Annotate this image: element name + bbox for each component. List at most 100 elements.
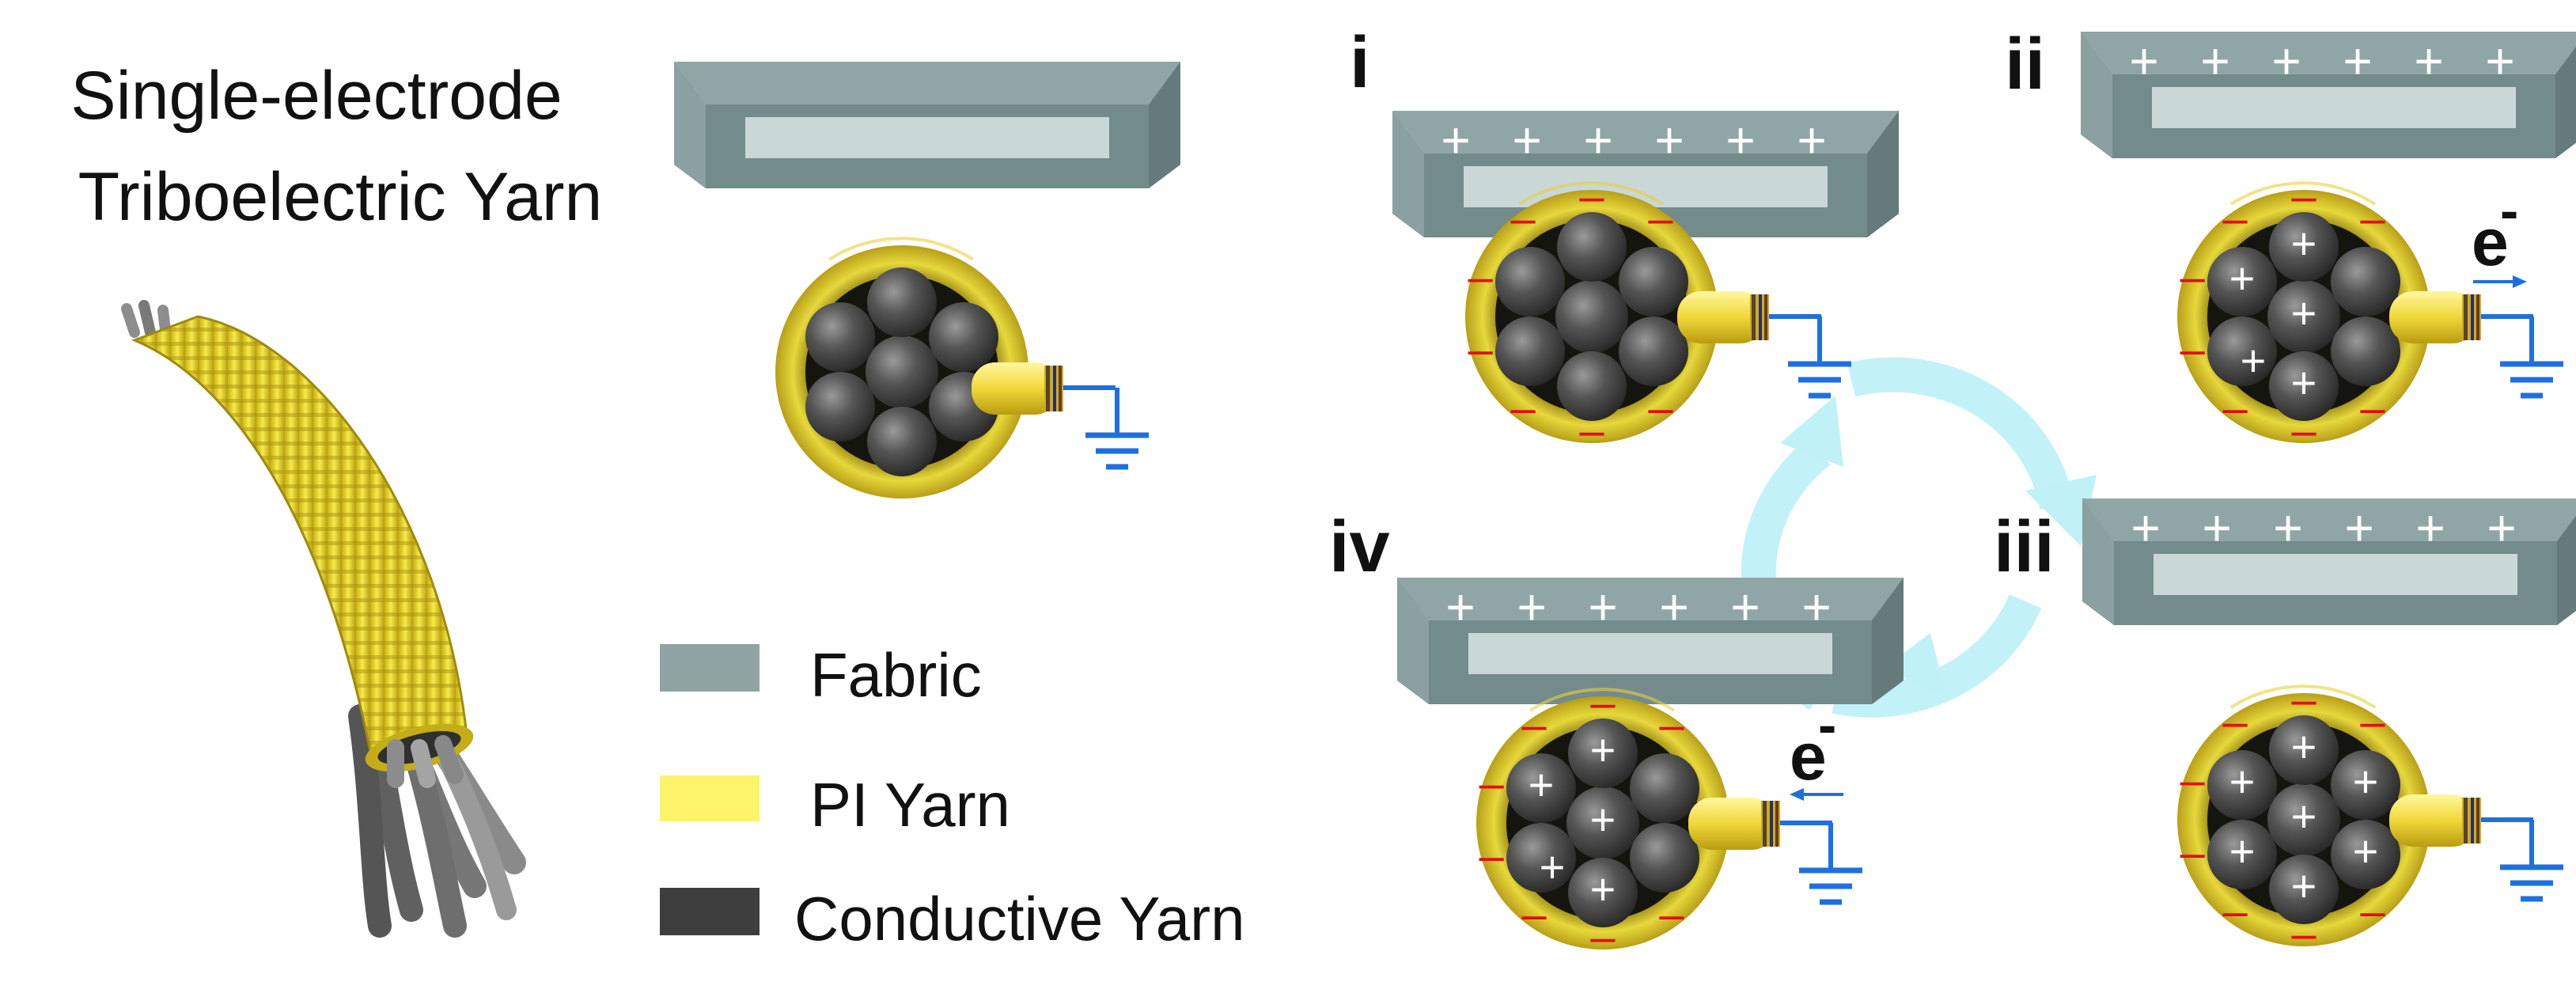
plus-charge: + bbox=[2271, 32, 2301, 89]
fabric-stage-iv: + + + + + + bbox=[1397, 578, 1904, 704]
plus-charge: + bbox=[1590, 725, 1616, 775]
legend-label-fabric: Fabric bbox=[810, 640, 982, 710]
plus-charge: + bbox=[2129, 32, 2158, 89]
minus-charge: – bbox=[1579, 171, 1604, 221]
plus-charge: + bbox=[2131, 499, 2160, 556]
plus-charge: + bbox=[2229, 756, 2256, 806]
plus-charge: + bbox=[2200, 32, 2229, 89]
fabric-center bbox=[674, 62, 1180, 188]
plus-charge: + bbox=[1441, 112, 1470, 169]
minus-charges-iii: –––––––– bbox=[2180, 674, 2386, 958]
fabric-charges-i: ++++++ bbox=[1441, 112, 1826, 169]
plus-charge: + bbox=[2415, 499, 2445, 556]
minus-charge: – bbox=[1590, 912, 1616, 961]
cycle-arrowheads bbox=[1780, 396, 2097, 696]
minus-charge: – bbox=[2360, 193, 2385, 243]
plus-charge: + bbox=[2202, 499, 2231, 556]
plus-charge: + bbox=[2291, 358, 2317, 408]
plus-charge: + bbox=[2343, 32, 2372, 89]
plus-charge: + bbox=[2291, 722, 2317, 771]
minus-charge: – bbox=[1479, 758, 1505, 808]
plus-charge: + bbox=[2291, 861, 2317, 911]
stage-label-i: i bbox=[1350, 22, 1370, 103]
plus-charge: + bbox=[2291, 288, 2317, 338]
electron-charge-ii: - bbox=[2500, 180, 2518, 241]
title-line-2: Triboelectric Yarn bbox=[78, 159, 603, 235]
legend-swatch-fabric bbox=[660, 644, 760, 692]
fabric-stage-ii: + + + + + + bbox=[2081, 32, 2576, 158]
plus-charge: + bbox=[1654, 112, 1684, 169]
minus-charge: – bbox=[2180, 828, 2206, 878]
plus-charge: + bbox=[1588, 578, 1617, 635]
legend-swatch-pi-yarn bbox=[660, 775, 760, 821]
fabric-charges-iii: ++++++ bbox=[2131, 499, 2516, 556]
minus-charges-ii: –––––––– bbox=[2180, 171, 2386, 455]
legend: Fabric PI Yarn Conductive Yarn bbox=[660, 640, 1244, 953]
plus-charge: + bbox=[1590, 794, 1616, 844]
plus-charge: + bbox=[1659, 578, 1688, 635]
plus-charge: + bbox=[1529, 760, 1555, 809]
title-line-1: Single-electrode bbox=[70, 58, 562, 134]
electron-arrow-right-icon bbox=[2513, 275, 2527, 288]
minus-charge: – bbox=[1590, 677, 1616, 727]
minus-charge: – bbox=[1648, 193, 1673, 243]
yarn-stage-i: –––––––– bbox=[1464, 171, 1851, 455]
electron-flow-iv: e - bbox=[1790, 694, 1843, 801]
plus-charge: + bbox=[1730, 578, 1760, 635]
minus-charge: – bbox=[2291, 674, 2317, 724]
core-plus-iv: +++++ bbox=[1529, 725, 1616, 914]
minus-charge: – bbox=[2291, 405, 2317, 455]
yarn-center bbox=[774, 237, 1149, 500]
minus-charge: – bbox=[2222, 696, 2248, 746]
plus-charge: + bbox=[2241, 335, 2267, 385]
minus-charge: – bbox=[1521, 889, 1547, 939]
fabric-stage-i: ++++++ bbox=[1392, 111, 1899, 237]
electron-arrow-left-icon bbox=[1790, 788, 1804, 801]
yarn-stage-iii: +++++++ –––––––– bbox=[2176, 674, 2563, 958]
minus-charge: – bbox=[2180, 755, 2206, 805]
plus-charge: + bbox=[1540, 842, 1566, 892]
plus-charge: + bbox=[1801, 578, 1831, 635]
minus-charge: – bbox=[2222, 193, 2248, 243]
minus-charges-iv: –––––––– bbox=[1479, 677, 1685, 961]
plus-charge: + bbox=[2344, 499, 2373, 556]
yarn-stage-iv: +++++ –––––––– bbox=[1475, 677, 1862, 961]
minus-charge: – bbox=[1510, 193, 1536, 243]
legend-swatch-conductive-yarn bbox=[660, 888, 760, 935]
electron-symbol-iv: e bbox=[1790, 719, 1827, 794]
stage-label-iii: iii bbox=[1994, 506, 2055, 587]
plus-charge: + bbox=[2414, 32, 2443, 89]
minus-charge: – bbox=[2222, 886, 2248, 936]
plus-charge: + bbox=[2273, 499, 2302, 556]
stage-label-ii: ii bbox=[2005, 24, 2045, 104]
plus-charge: + bbox=[2291, 791, 2317, 841]
minus-charge: – bbox=[1479, 831, 1505, 881]
fabric-charges-ii: + + + + + + bbox=[2129, 32, 2514, 89]
minus-charge: – bbox=[1659, 699, 1684, 749]
minus-charge: – bbox=[2360, 383, 2385, 433]
plus-charge: + bbox=[2291, 218, 2317, 268]
minus-charge: – bbox=[1648, 383, 1673, 433]
fabric-charges-iv: + + + + + + bbox=[1445, 578, 1831, 635]
minus-charge: – bbox=[1659, 889, 1684, 939]
plus-charge: + bbox=[2485, 32, 2514, 89]
minus-charges-i: –––––––– bbox=[1468, 171, 1674, 455]
plus-charge: + bbox=[2229, 826, 2256, 876]
minus-charge: – bbox=[2222, 383, 2248, 433]
plus-charge: + bbox=[1726, 112, 1755, 169]
yarn-illustration bbox=[121, 300, 526, 938]
minus-charge: – bbox=[2360, 886, 2385, 936]
minus-charge: – bbox=[2291, 908, 2317, 958]
minus-charge: – bbox=[1468, 324, 1494, 374]
legend-label-pi-yarn: PI Yarn bbox=[810, 770, 1010, 840]
minus-charge: – bbox=[2291, 171, 2317, 221]
yarn-stage-ii: + + + + + –––––––– bbox=[2176, 171, 2563, 455]
plus-charge: + bbox=[1512, 112, 1541, 169]
core-plus-iii: +++++++ bbox=[2229, 722, 2379, 911]
plus-charge: + bbox=[1517, 578, 1546, 635]
minus-charge: – bbox=[2360, 696, 2385, 746]
plus-charge: + bbox=[1445, 578, 1475, 635]
plus-charge: + bbox=[2229, 253, 2256, 303]
fabric-stage-iii: ++++++ bbox=[2082, 498, 2576, 625]
